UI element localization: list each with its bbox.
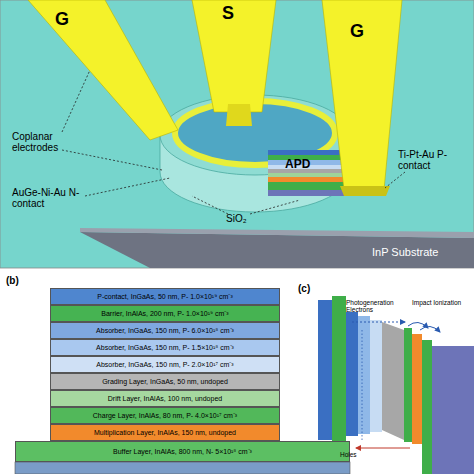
layer-band: Drift Layer, InAlAs, 100 nm, undoped: [50, 390, 280, 407]
part-label: InP Substrate: [372, 247, 438, 259]
part-label: Coplanar electrodes: [12, 132, 82, 153]
layer-band: Charge Layer, InAlAs, 80 nm, P- 4.0×10¹⁷…: [50, 407, 280, 424]
layer-text: Barrier, InAlAs, 200 nm, P- 1.0×10¹⁹ cm⁻…: [101, 310, 228, 317]
band-label: Impact Ionization: [412, 300, 470, 307]
layer-band: Absorber, InGaAs, 150 nm, P- 2.0×10¹⁷ cm…: [50, 356, 280, 373]
layer-band: Absorber, InGaAs, 150 nm, P- 6.0×10¹⁸ cm…: [50, 322, 280, 339]
layer-text: Grading Layer, InGaAs, 50 nm, undoped: [102, 378, 228, 385]
layer-text: P-contact, InGaAs, 50 nm, P- 1.0×10¹⁹ cm…: [97, 293, 233, 300]
layer-band: Buffer Layer, InAlAs, 800 nm, N- 5×10¹⁸ …: [15, 441, 350, 462]
layer-band: Barrier, InAlAs, 200 nm, P- 1.0×10¹⁹ cm⁻…: [50, 305, 280, 322]
panel-label: (b): [6, 276, 19, 287]
layer-band: Multiplication Layer, InAlAs, 150 nm, un…: [50, 424, 280, 441]
layer-text: Buffer Layer, InAlAs, 800 nm, N- 5×10¹⁸ …: [113, 448, 252, 455]
part-label: SiO₂: [226, 214, 247, 225]
band-label: Photogeneration Electrons: [346, 300, 406, 314]
layer-band: Absorber, InGaAs, 150 nm, P- 1.5×10¹⁸ cm…: [50, 339, 280, 356]
electrode-name: S: [222, 4, 234, 23]
electrode-name: G: [55, 10, 69, 29]
layer-text: Multiplication Layer, InAlAs, 150 nm, un…: [94, 429, 236, 436]
part-label: APD: [285, 158, 310, 171]
layer-band: P-contact, InGaAs, 50 nm, P- 1.0×10¹⁹ cm…: [50, 288, 280, 305]
panel-label: (c): [298, 284, 310, 295]
band-label: Holes: [340, 452, 357, 459]
part-label: Ti-Pt-Au P-contact: [398, 150, 468, 171]
layer-text: Absorber, InGaAs, 150 nm, P- 6.0×10¹⁸ cm…: [96, 327, 234, 334]
layer-text: Charge Layer, InAlAs, 80 nm, P- 4.0×10¹⁷…: [93, 412, 237, 419]
layer-text: Absorber, InGaAs, 150 nm, P- 1.5×10¹⁸ cm…: [96, 344, 234, 351]
layer-text: Drift Layer, InAlAs, 100 nm, undoped: [108, 395, 222, 402]
part-label: AuGe-Ni-Au N-contact: [12, 188, 90, 209]
layer-band: Grading Layer, InGaAs, 50 nm, undoped: [50, 373, 280, 390]
layer-text: Absorber, InGaAs, 150 nm, P- 2.0×10¹⁷ cm…: [96, 361, 233, 368]
electrode-name: G: [350, 22, 364, 41]
